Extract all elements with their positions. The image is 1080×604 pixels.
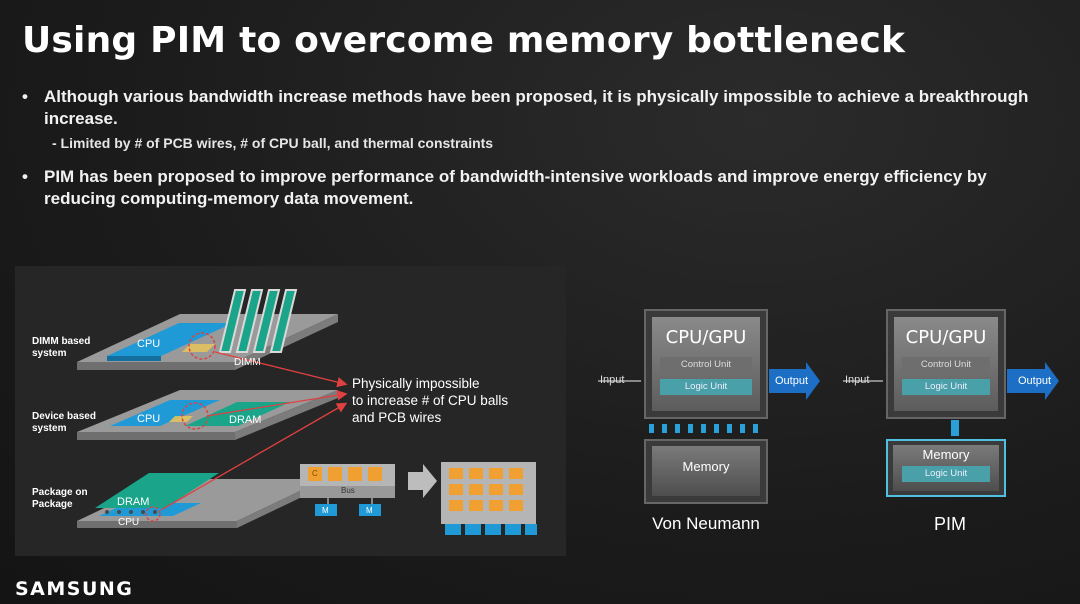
bus-diagram-before xyxy=(300,464,395,516)
dram-chip-label: DRAM xyxy=(117,496,150,508)
mem-label: M xyxy=(366,506,373,515)
pim-logic-unit: Logic Unit xyxy=(924,381,968,392)
bullet-2: • PIM has been proposed to improve perfo… xyxy=(22,166,1062,210)
pim-input: Input xyxy=(845,374,870,386)
pim-output: Output xyxy=(1018,375,1052,387)
system-comparison-drawing xyxy=(77,289,537,535)
pim-caption: PIM xyxy=(933,514,966,534)
von-neumann-control-unit: Control Unit xyxy=(680,359,732,370)
constraint-arrows xyxy=(160,351,348,511)
constraint-note: Physically impossible to increase # of C… xyxy=(352,376,509,425)
bullet-list: • Although various bandwidth increase me… xyxy=(22,86,1062,210)
bullet-1-text: Although various bandwidth increase meth… xyxy=(44,87,1029,128)
cpu-chip-label: CPU xyxy=(118,517,140,528)
dram-chip-label: DRAM xyxy=(229,414,262,426)
pim-control-unit: Control Unit xyxy=(920,359,972,370)
core-label: C xyxy=(312,469,318,478)
pim-memory-logic-unit: Logic Unit xyxy=(924,468,968,479)
bus-diagram-after xyxy=(441,462,537,535)
bullet-dot: • xyxy=(22,87,28,106)
pim-cpu-label: CPU/GPU xyxy=(905,327,987,348)
dimm-label: DIMM xyxy=(234,357,261,368)
transition-arrow xyxy=(408,464,437,498)
pop-system-board xyxy=(77,473,325,528)
von-neumann-memory: Memory xyxy=(682,459,730,474)
von-neumann-cpu-label: CPU/GPU xyxy=(665,327,747,348)
cpu-chip-label: CPU xyxy=(137,338,161,350)
bus-label: Bus xyxy=(341,486,355,495)
von-neumann-logic-unit: Logic Unit xyxy=(684,381,728,392)
pim-memory: Memory xyxy=(922,447,970,462)
dimm-system-board xyxy=(77,289,338,370)
bullet-2-text: PIM has been proposed to improve perform… xyxy=(44,167,987,208)
bullet-1-subpoint: - Limited by # of PCB wires, # of CPU ba… xyxy=(52,135,494,151)
device-system-board xyxy=(77,390,338,440)
von-neumann-caption: Von Neumann xyxy=(652,514,760,533)
von-neumann-input: Input xyxy=(600,374,625,386)
cpu-chip-label: CPU xyxy=(137,413,161,425)
bullet-dot: • xyxy=(22,167,28,186)
mem-label: M xyxy=(322,506,329,515)
von-neumann-output: Output xyxy=(775,375,809,387)
bullet-1: • Although various bandwidth increase me… xyxy=(22,86,1062,130)
samsung-logo: SAMSUNG xyxy=(15,578,134,600)
slide-title: Using PIM to overcome memory bottleneck xyxy=(22,20,906,61)
